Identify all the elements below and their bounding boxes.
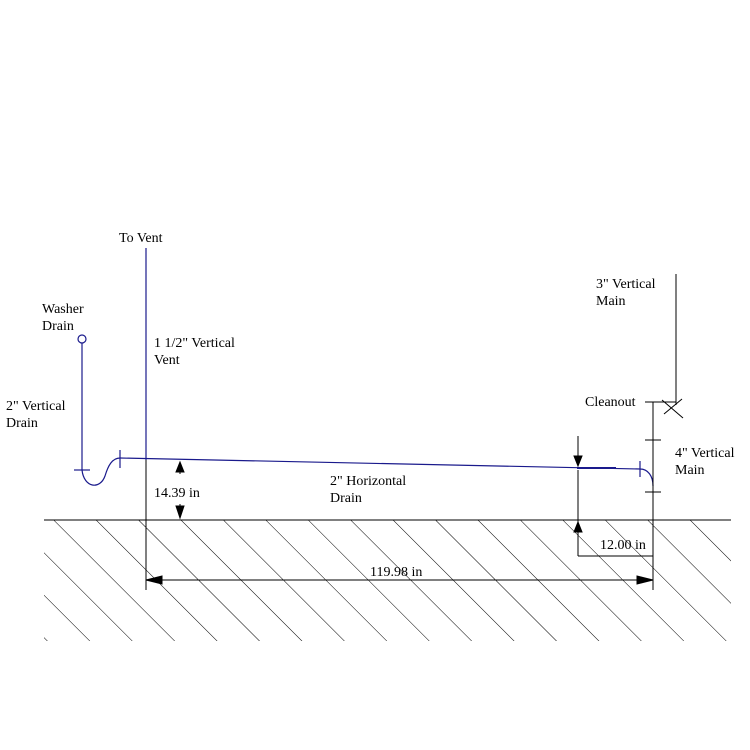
offset-dimension-text: 12.00 in: [600, 538, 646, 553]
vertical-main-3-label-line1: 3" Vertical: [596, 277, 656, 292]
height-dimension-text: 14.39 in: [154, 486, 200, 501]
horizontal-drain-label-line2: Drain: [330, 491, 362, 506]
dim-length: [145, 575, 654, 585]
vertical-main-4-label-line2: Main: [675, 463, 705, 478]
vertical-main-3-label-line2: Main: [596, 294, 626, 309]
main-stack: [645, 274, 684, 590]
cleanout-wye-cross: [663, 398, 683, 415]
to-vent-label: To Vent: [119, 231, 163, 246]
horizontal-drain-label-line1: 2" Horizontal: [330, 474, 406, 489]
vertical-vent-label-line1: 1 1/2" Vertical: [154, 336, 235, 351]
cleanout-wye: [661, 399, 684, 419]
length-dimension-text: 119.98 in: [370, 565, 422, 580]
vertical-drain-label-line1: 2" Vertical: [6, 399, 66, 414]
p-trap: [81, 457, 121, 486]
pipe-network: [74, 248, 654, 487]
cleanout-label: Cleanout: [585, 395, 636, 410]
dim-height: [145, 460, 185, 590]
vertical-vent-label-line2: Vent: [154, 353, 180, 368]
washer-drain-label-line1: Washer: [42, 302, 84, 317]
washer-drain-outlet: [77, 334, 87, 344]
vertical-main-4-label-line1: 4" Vertical: [675, 446, 735, 461]
washer-drain-label-line2: Drain: [42, 319, 74, 334]
main-connection-bend: [639, 468, 654, 487]
vertical-drain-label-line2: Drain: [6, 416, 38, 431]
dim-offset: [573, 436, 653, 557]
horizontal-drain-pipe: [119, 457, 641, 470]
